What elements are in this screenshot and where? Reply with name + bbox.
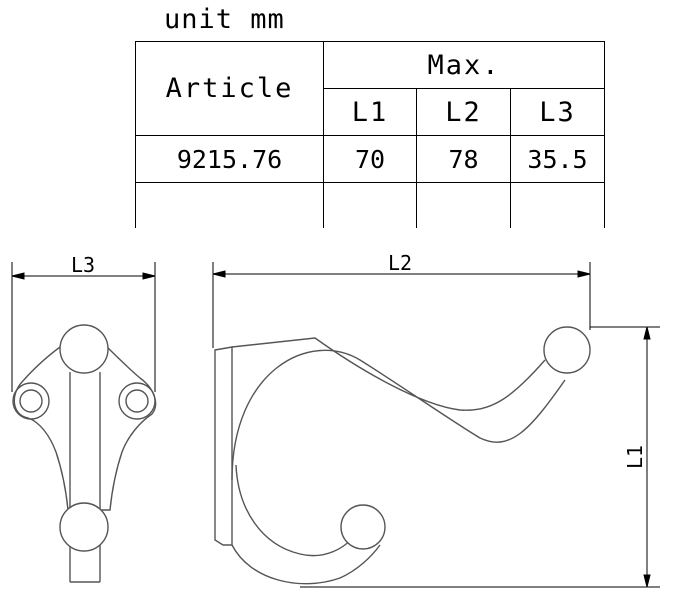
l2-label: L2 (388, 251, 412, 275)
upper-arm-top (231, 337, 546, 411)
l1-arrow-bottom (643, 574, 651, 588)
left-screw-hole-inner (19, 389, 43, 413)
spec-table: Article Max. L1 L2 L3 9215.76 70 78 35.5 (135, 41, 605, 228)
lower-hook-inner (235, 464, 356, 557)
l1-arrow-top (643, 326, 651, 340)
l2-arrow-right (577, 270, 591, 278)
l3-label: L3 (71, 253, 95, 277)
col-header-l2: L2 (416, 88, 511, 136)
l1-label: L1 (623, 445, 647, 469)
article-header: Article (135, 41, 324, 136)
right-screw-hole-inner (125, 389, 149, 413)
left-screw-hole-outer (12, 382, 50, 420)
value-l1: 70 (323, 135, 417, 183)
article-number: 9215.76 (135, 135, 324, 183)
side-view (214, 326, 591, 585)
col-header-l1: L1 (323, 88, 417, 136)
upper-arm-bottom (231, 349, 566, 481)
table-row-empty (135, 182, 605, 228)
value-l2: 78 (416, 135, 511, 183)
empty-cell (135, 182, 324, 228)
bottom-hook-knob (340, 504, 386, 550)
value-l3: 35.5 (510, 135, 605, 183)
empty-cell (323, 182, 417, 228)
front-view (12, 324, 157, 583)
right-screw-hole-outer (118, 382, 156, 420)
l2-arrow-left (212, 270, 226, 278)
table-row: 9215.76 70 78 35.5 (135, 135, 605, 183)
top-hook-knob (543, 326, 591, 374)
dimensions (11, 262, 660, 588)
l3-arrow-right (142, 272, 156, 280)
bottom-knob (59, 502, 109, 552)
top-knob (59, 324, 109, 374)
empty-cell (416, 182, 511, 228)
lower-hook-outer (231, 544, 381, 585)
col-header-l3: L3 (510, 88, 605, 136)
mount-plate (214, 346, 233, 546)
empty-cell (510, 182, 605, 228)
unit-label: unit mm (164, 4, 285, 35)
l3-arrow-left (11, 272, 25, 280)
